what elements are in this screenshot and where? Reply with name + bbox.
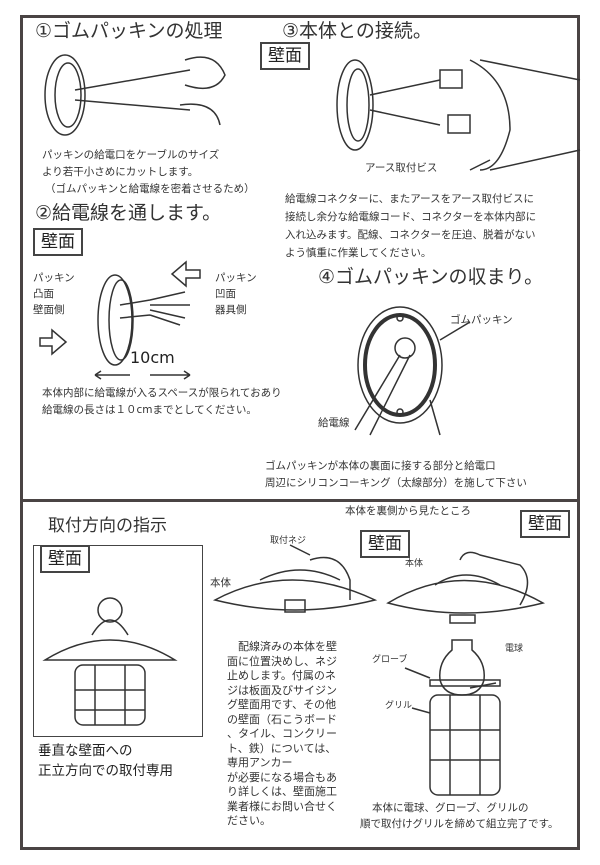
assembly-illustration	[386, 551, 546, 796]
step2-text-2: 給電線の長さは１０cmまでとしてください。	[42, 404, 257, 416]
step4-text-2: 周辺にシリコンコーキング（太線部分）を施して下さい	[265, 477, 527, 489]
packing-convex-label-3: 壁面側	[33, 304, 65, 316]
globe-label: グローブ	[372, 655, 408, 665]
packing-position-illustration	[354, 306, 471, 436]
page-frame	[20, 15, 580, 850]
direction-text-2: 正立方向での取付専用	[38, 763, 173, 779]
body-mounting-illustration	[212, 544, 378, 613]
step3-text-3: 入れ込みます。配線、コネクターを圧迫、脱着がない	[285, 229, 536, 241]
packing-concave-label-2: 凹面	[215, 288, 236, 300]
step1-text-2: より若干小さめにカットします。	[42, 166, 199, 178]
step1-title: ①ゴムパッキンの処理	[35, 20, 223, 42]
bulb-label: 電球	[505, 644, 524, 654]
section-divider	[20, 499, 580, 502]
earth-screw-label: アース取付ビス	[365, 162, 438, 174]
direction-title: 取付方向の指示	[48, 516, 167, 536]
rubber-packing-label: ゴムパッキン	[450, 314, 513, 326]
mounting-instructions: 配線済みの本体を壁 面に位置決めし、ネジ 止めします。付属のネ ジは板面及びサイ…	[227, 640, 337, 827]
body-label: 本体	[405, 559, 424, 569]
lamp-front-illustration	[42, 597, 178, 726]
step3-title: ③本体との接続。	[282, 20, 432, 42]
wall-label: 壁面	[33, 228, 83, 257]
wall-label: 壁面	[40, 545, 90, 574]
assembly-text-1: 本体に電球、グローブ、グリルの	[372, 802, 529, 814]
packing-convex-label-1: パッキン	[33, 272, 75, 284]
packing-concave-label-1: パッキン	[215, 272, 257, 284]
back-view-caption: 本体を裏側から見たところ	[345, 505, 471, 517]
wall-label: 壁面	[520, 510, 570, 539]
step3-text-4: よう慎重に作業してください。	[285, 247, 432, 259]
packing-convex-label-2: 凸面	[33, 288, 54, 300]
dimension-label: 10cm	[130, 348, 175, 367]
wall-label: 壁面	[360, 530, 410, 559]
packing-cable-illustration	[39, 260, 201, 380]
lamp-box	[33, 545, 203, 737]
mounting-screw-label: 取付ネジ	[270, 536, 307, 546]
step3-text-1: 給電線コネクターに、またアースをアース取付ビスに	[285, 193, 534, 205]
packing-scissors-illustration	[44, 54, 226, 136]
body-label: 本体	[210, 577, 231, 589]
direction-text-1: 垂直な壁面への	[38, 743, 133, 759]
step3-text-2: 接続し余分な給電線コード、コネクターを本体内部に	[285, 211, 537, 223]
step1-text-3: （ゴムパッキンと給電線を密着させるため）	[45, 183, 255, 195]
wall-label: 壁面	[260, 42, 310, 71]
packing-concave-label-3: 器具側	[215, 304, 247, 316]
body-connection-illustration	[336, 59, 581, 171]
step2-text-1: 本体内部に給電線が入るスペースが限られておあり	[42, 387, 282, 399]
assembly-text-2: 順で取付けグリルを締めて組立完了です。	[360, 818, 559, 830]
step2-title: ②給電線を通します。	[35, 202, 222, 224]
cable-label: 給電線	[318, 417, 350, 429]
grill-label: グリル	[385, 701, 413, 711]
step4-title: ④ゴムパッキンの収まり。	[318, 266, 544, 288]
step1-text-1: パッキンの給電口をケーブルのサイズ	[42, 149, 220, 161]
step4-text-1: ゴムパッキンが本体の裏面に接する部分と給電口	[265, 460, 496, 472]
